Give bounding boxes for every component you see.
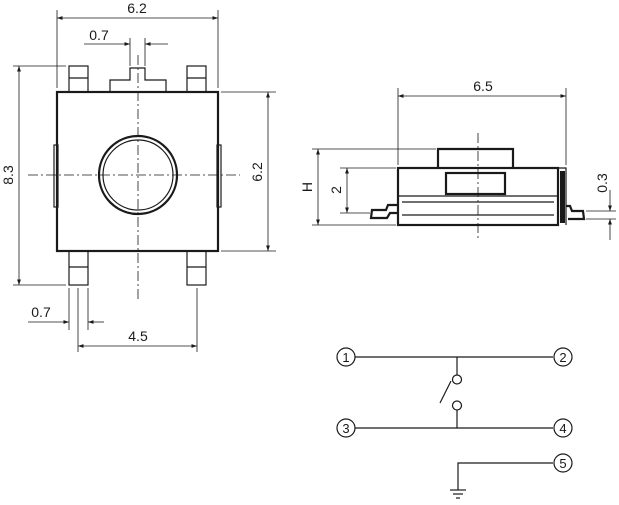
pin-1-circle [336, 347, 356, 367]
dim-pin-width-label: 0.7 [31, 304, 51, 320]
pin-bottom-left [68, 250, 89, 286]
pin-1-label: 1 [342, 350, 349, 365]
pin-5-label: 5 [559, 456, 566, 471]
lead-right [566, 204, 586, 221]
dim-standoff-label: 0.3 [594, 173, 610, 193]
pin-2-label: 2 [559, 350, 566, 365]
contact-top [451, 374, 463, 385]
lead-left [369, 203, 398, 220]
top-view: 6.2 0.7 8.3 6.2 0.7 4.5 [0, 0, 276, 352]
plunger [436, 147, 515, 168]
dim-actuator-label: 0.7 [89, 27, 109, 43]
pin-2-circle [553, 347, 573, 367]
left-notch [53, 144, 59, 208]
dim-body-height-side-label: 2 [328, 186, 344, 194]
right-notch [216, 144, 222, 208]
pin-5-circle [553, 453, 573, 473]
dim-height-label: 8.3 [0, 165, 16, 185]
pin-3-circle [336, 418, 356, 438]
contact-bottom [451, 400, 463, 411]
dim-length-label: 6.5 [473, 78, 493, 94]
pin-3-label: 3 [342, 421, 349, 436]
dim-pin-pitch-label: 4.5 [128, 328, 148, 344]
schematic: 1 2 3 4 5 [336, 347, 573, 499]
dim-width-label: 6.2 [127, 0, 147, 16]
switch-body-outline [55, 90, 220, 253]
side-window [444, 171, 507, 196]
pin-4-label: 4 [559, 421, 566, 436]
actuator-tab [109, 67, 167, 92]
switch-lever [439, 380, 452, 404]
dim-body-height-label: 6.2 [249, 162, 265, 182]
dim-total-height-label: H [299, 182, 315, 192]
pin-bottom-right [186, 250, 207, 286]
pin-4-circle [553, 418, 573, 438]
pin-top-left [68, 65, 89, 93]
pin-top-right [186, 65, 207, 93]
side-view: 6.5 H 2 0.3 [299, 78, 616, 240]
